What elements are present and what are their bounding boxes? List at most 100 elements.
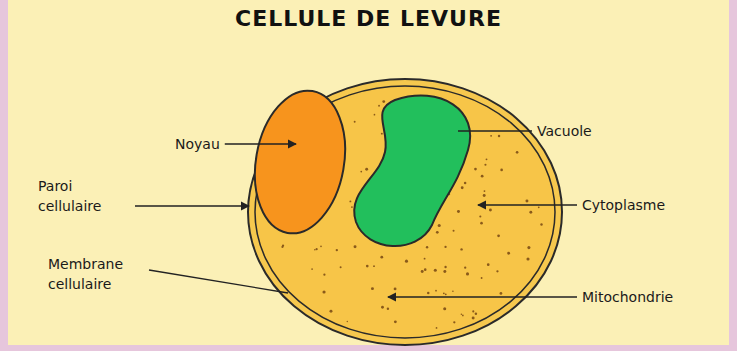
mitochondrion-dot — [281, 246, 283, 248]
mitochondrion-dot — [453, 321, 455, 323]
background-panel — [8, 0, 729, 345]
mitochondrion-dot — [507, 252, 510, 255]
mitochondrion-dot — [481, 277, 483, 279]
mitochondrion-dot — [529, 211, 532, 214]
mitochondrion-dot — [479, 216, 481, 218]
mitochondrion-dot — [490, 135, 492, 137]
mitochondrion-dot — [373, 265, 375, 267]
mitochondrion-dot — [436, 327, 438, 329]
mitochondrion-dot — [497, 234, 500, 237]
mitochondrion-dot — [486, 158, 488, 160]
leader-line — [478, 204, 577, 205]
mitochondrion-dot — [427, 292, 430, 295]
mitochondrion-dot — [443, 307, 446, 310]
mitochondrion-dot — [464, 182, 467, 185]
mitochondrion-dot — [516, 151, 519, 154]
nucleus-shape — [244, 83, 356, 240]
mitochondrion-dot — [387, 308, 389, 310]
mitochondrion-dot — [462, 315, 464, 317]
mitochondrion-dot — [457, 210, 460, 213]
mitochondrion-dot — [347, 321, 348, 322]
mitochondrion-dot — [311, 268, 313, 270]
mitochondrion-dot — [394, 287, 397, 290]
part-label: Mitochondrie — [582, 287, 673, 307]
mitochondrion-dot — [421, 270, 424, 273]
mitochondrion-dot — [472, 317, 475, 320]
mitochondrion-dot — [336, 249, 338, 251]
mitochondrion-dot — [443, 270, 446, 273]
part-label: Membrane cellulaire — [48, 254, 144, 294]
mitochondrion-dot — [314, 249, 316, 251]
mitochondrion-dot — [498, 135, 500, 137]
mitochondrion-dot — [487, 263, 490, 266]
mitochondrion-dot — [349, 200, 351, 202]
mitochondrion-dot — [380, 256, 383, 259]
mitochondrion-dot — [320, 246, 322, 248]
mitochondrion-dot — [466, 272, 469, 275]
mitochondrion-dot — [354, 245, 357, 248]
mitochondrion-dot — [527, 246, 530, 249]
mitochondrion-dot — [452, 290, 454, 292]
mitochondrion-dot — [500, 292, 503, 295]
part-label: Paroi cellulaire — [38, 176, 130, 216]
mitochondrion-dot — [424, 268, 427, 271]
leader-line — [388, 296, 577, 297]
mitochondrion-dot — [475, 312, 477, 314]
mitochondrion-dot — [472, 310, 474, 312]
mitochondrion-dot — [538, 206, 540, 208]
mitochondrion-dot — [480, 222, 483, 225]
mitochondrion-dot — [444, 246, 446, 248]
leader-line — [135, 205, 249, 206]
mitochondrion-dot — [540, 223, 542, 225]
mitochondrion-dot — [378, 105, 380, 107]
leader-lines — [135, 131, 577, 297]
leader-line — [149, 270, 288, 293]
mitochondrion-dot — [461, 186, 464, 189]
mitochondrion-dot — [316, 248, 318, 250]
mitochondrion-dot — [483, 194, 486, 197]
mitochondrion-dot — [381, 306, 384, 309]
mitochondrion-dot — [424, 258, 426, 260]
mitochondrion-dot — [330, 310, 333, 313]
mitochondrion-dot — [438, 224, 441, 227]
mitochondrion-dot — [461, 313, 462, 314]
mitochondrion-dot — [354, 121, 356, 123]
mitochondrion-dot — [323, 274, 325, 276]
mitochondrion-dot — [525, 200, 528, 203]
mitochondrion-dot — [405, 260, 408, 263]
leader-line — [458, 130, 532, 131]
diagram-title: CELLULE DE LEVURE — [0, 6, 737, 31]
part-label: Noyau — [175, 134, 220, 154]
mitochondrion-dot — [340, 266, 342, 268]
mitochondrion-dot — [394, 320, 397, 323]
mitochondrion-dot — [489, 209, 492, 212]
mitochondrion-dot — [481, 175, 484, 178]
mitochondrion-dot — [460, 248, 462, 250]
mitochondrion-dot — [436, 231, 439, 234]
mitochondrion-dot — [434, 269, 437, 272]
vacuole-shape — [354, 96, 470, 246]
mitochondrion-dot — [484, 190, 486, 192]
mitochondrion-dot — [382, 100, 385, 103]
mitochondrion-dot — [371, 287, 374, 290]
mitochondrion-dot — [443, 292, 445, 294]
mitochondrion-dot — [445, 293, 447, 295]
mitochondrion-dot — [351, 206, 353, 208]
mitochondrion-dot — [526, 257, 529, 260]
mitochondrion-dot — [374, 114, 376, 116]
mitochondrion-dot — [464, 267, 466, 269]
mitochondrion-dot — [360, 171, 362, 173]
mitochondrion-dot — [496, 270, 498, 272]
mitochondrion-dot — [366, 265, 369, 268]
mitochondrion-dot — [444, 266, 446, 268]
mitochondrion-dot — [365, 168, 368, 171]
mitochondrion-dot — [322, 290, 325, 293]
leader-line — [225, 143, 296, 144]
mitochondrion-dot — [500, 169, 503, 172]
part-label: Cytoplasme — [582, 195, 665, 215]
mitochondrion-dot — [426, 246, 428, 248]
part-label: Vacuole — [537, 121, 592, 141]
mitochondrion-dot — [453, 230, 455, 232]
mitochondrion-dot — [435, 290, 437, 292]
mitochondrion-dot — [484, 164, 486, 166]
